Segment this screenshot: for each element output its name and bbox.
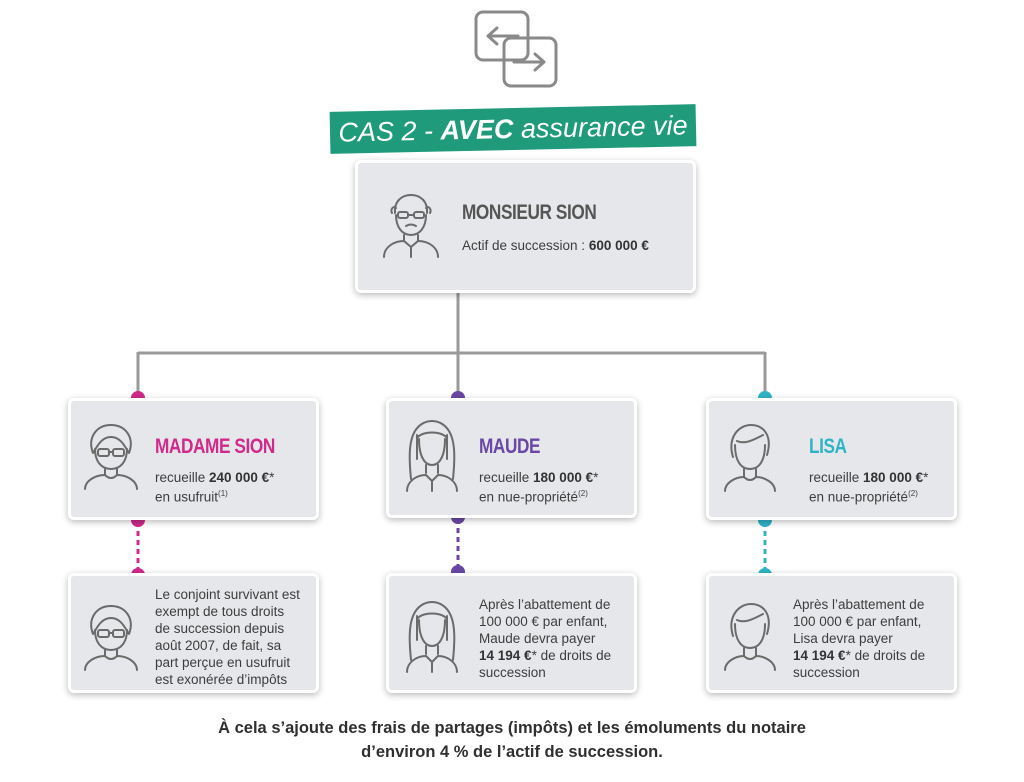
title-prefix: CAS 2 - [338, 115, 434, 148]
short-hair-woman-icon [724, 424, 776, 492]
footer-line-2: d’environ 4 % de l’actif de succession. [361, 743, 663, 761]
heir-right-lisa: en nue-propriété(2) [809, 489, 918, 505]
elderly-woman-icon [84, 424, 138, 490]
short-hair-woman-icon [724, 603, 776, 671]
note-card-maude: Après l’abattement de 100 000 € par enfa… [386, 573, 637, 693]
heir-right-madame: en usufruit(1) [155, 489, 228, 505]
long-hair-woman-icon [406, 601, 458, 673]
deceased-estate: Actif de succession : 600 000 € [462, 237, 649, 255]
case-title-banner: CAS 2 - AVEC assurance vie [329, 104, 697, 154]
note-text-maude: Après l’abattement de 100 000 € par enfa… [479, 597, 612, 680]
swap-arrows-icon [474, 10, 558, 88]
note-card-madame: Le conjoint survivant est exempt de tous… [68, 573, 319, 693]
heir-receives-maude: recueille 180 000 €* [479, 470, 599, 485]
elderly-man-icon [383, 194, 439, 258]
heir-right-maude: en nue-propriété(2) [479, 489, 588, 505]
card-maude: MAUDE recueille 180 000 €* en nue-propri… [386, 398, 637, 518]
deceased-name: MONSIEUR SION [462, 201, 597, 224]
note-text-lisa: Après l’abattement de 100 000 € par enfa… [793, 597, 926, 680]
elderly-woman-icon [84, 605, 138, 671]
long-hair-woman-icon [406, 420, 458, 492]
estate-value: 600 000 € [588, 238, 649, 253]
heir-name-madame: MADAME SION [155, 435, 275, 458]
card-lisa: LISA recueille 180 000 €* en nue-proprié… [706, 398, 957, 520]
heir-receives-lisa: recueille 180 000 €* [809, 470, 929, 485]
note-text-madame: Le conjoint survivant est exempt de tous… [155, 587, 300, 687]
title-suffix: assurance vie [520, 109, 688, 144]
title-bold: AVEC [440, 113, 514, 146]
card-monsieur-sion: MONSIEUR SION Actif de succession : 600 … [355, 160, 696, 293]
footer-note: À cela s’ajoute des frais de partages (i… [140, 716, 884, 764]
heir-name-lisa: LISA [809, 435, 847, 458]
heir-receives-madame: recueille 240 000 €* [155, 470, 275, 485]
card-madame-sion: MADAME SION recueille 240 000 €* en usuf… [68, 398, 319, 520]
footer-line-1: À cela s’ajoute des frais de partages (i… [218, 719, 806, 737]
heir-name-maude: MAUDE [479, 435, 541, 458]
note-card-lisa: Après l’abattement de 100 000 € par enfa… [706, 573, 957, 693]
estate-label: Actif de succession : [462, 238, 589, 253]
